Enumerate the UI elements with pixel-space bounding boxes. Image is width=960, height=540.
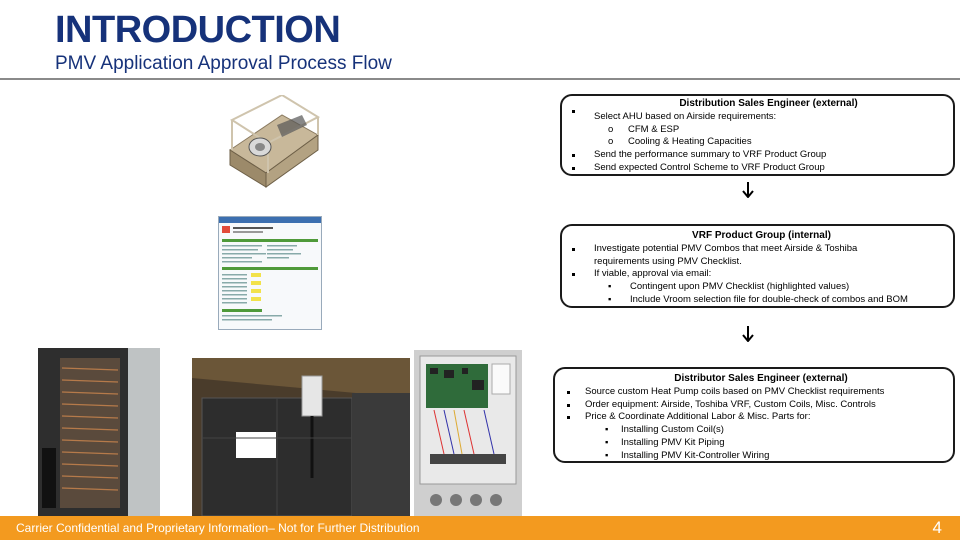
list-item: requirements using PMV Checklist.: [594, 255, 742, 267]
list-item: ▪Installing PMV Kit Piping: [605, 436, 725, 448]
process-step-distributor-sales-engineer: Distributor Sales Engineer (external) So…: [553, 367, 955, 463]
step-title: Distributor Sales Engineer (external): [674, 373, 848, 384]
list-item: Send the performance summary to VRF Prod…: [572, 149, 945, 162]
list-item: ▪Contingent upon PMV Checklist (highligh…: [608, 281, 850, 293]
list-item: Source custom Heat Pump coils based on P…: [565, 386, 945, 399]
coil-photo: [38, 348, 160, 516]
step-title: VRF Product Group (internal): [692, 230, 831, 241]
page-subtitle: PMV Application Approval Process Flow: [55, 53, 392, 74]
list-item: Price & Coordinate Additional Labor & Mi…: [565, 411, 945, 424]
list-item: ▪Installing Custom Coil(s): [605, 424, 724, 436]
list-item: Select AHU based on Airside requirements…: [572, 109, 945, 124]
list-item: Investigate potential PMV Combos that me…: [572, 243, 945, 256]
list-item: ▪Include Vroom selection file for double…: [608, 293, 908, 305]
process-step-distribution-sales-engineer: Distribution Sales Engineer (external) S…: [560, 94, 955, 176]
ahu-illustration: [222, 95, 322, 190]
list-item: Send expected Control Scheme to VRF Prod…: [572, 162, 945, 175]
title-rule: [0, 78, 960, 80]
page-number: 4: [932, 518, 942, 537]
step-title: Distribution Sales Engineer (external): [679, 98, 858, 109]
footer-bar: Carrier Confidential and Proprietary Inf…: [0, 516, 960, 540]
list-item: Order equipment: Airside, Toshiba VRF, C…: [565, 399, 945, 412]
down-arrow-icon: [742, 326, 754, 342]
controller-box-photo: [414, 350, 522, 516]
ahu-cabinet-photo: [192, 358, 410, 516]
list-item: If viable, approval via email:: [572, 268, 945, 281]
page-title: INTRODUCTION: [55, 9, 341, 51]
process-step-vrf-product-group: VRF Product Group (internal) Investigate…: [560, 224, 955, 308]
down-arrow-icon: [742, 182, 754, 198]
confidential-notice: Carrier Confidential and Proprietary Inf…: [16, 521, 420, 535]
pmv-checklist-screenshot: [218, 216, 322, 330]
list-item: ▪Installing PMV Kit-Controller Wiring: [605, 449, 770, 461]
